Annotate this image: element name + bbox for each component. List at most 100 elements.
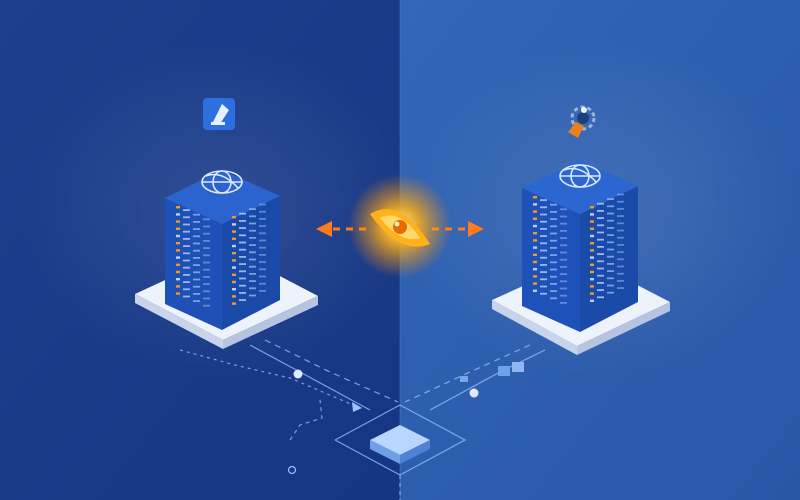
chip-small — [460, 376, 468, 382]
status-led — [533, 268, 537, 271]
rack-slot — [607, 277, 614, 280]
right-platform-front — [492, 300, 577, 355]
left-server-front-leds — [176, 206, 210, 307]
status-led — [232, 266, 236, 269]
rack-slot — [540, 206, 547, 209]
status-led — [533, 196, 537, 199]
left-platform-side — [223, 296, 318, 349]
rack-slot — [597, 260, 604, 263]
rack-slot — [239, 270, 246, 273]
rack-slot — [617, 258, 624, 261]
status-led — [232, 295, 236, 298]
rack-slot — [239, 277, 246, 280]
rack-slot — [550, 275, 557, 278]
bug-settings-icon — [568, 105, 596, 138]
status-led — [232, 280, 236, 284]
rack-slot — [540, 285, 547, 288]
status-led — [232, 273, 236, 276]
rack-slot — [560, 237, 567, 239]
status-led — [590, 278, 594, 281]
rack-slot — [540, 235, 547, 237]
rack-slot — [259, 232, 266, 235]
rack-slot — [560, 294, 567, 297]
status-led — [176, 213, 180, 216]
status-led — [590, 220, 594, 223]
rack-slot — [550, 254, 557, 256]
status-led — [232, 223, 236, 226]
status-led — [590, 234, 594, 238]
rack-slot — [617, 208, 624, 210]
status-led — [533, 253, 537, 256]
rack-slot — [193, 249, 200, 252]
rack-slot — [249, 265, 256, 268]
right-server-front-leds — [533, 196, 567, 304]
rack-slot — [560, 266, 567, 268]
status-led — [232, 259, 236, 262]
rack-slot — [560, 258, 567, 261]
status-led — [533, 275, 537, 278]
status-led — [176, 234, 180, 238]
rack-slot — [193, 300, 200, 302]
left-server-front — [165, 198, 222, 330]
status-led — [590, 263, 594, 266]
status-led — [176, 270, 180, 274]
rack-slot — [249, 294, 256, 297]
right-platform-side — [577, 302, 670, 355]
rack-slot — [607, 198, 614, 200]
status-led — [176, 206, 180, 209]
rack-slot — [259, 225, 266, 227]
status-led — [590, 299, 594, 302]
globe-network-icon — [201, 170, 243, 194]
rack-slot — [560, 230, 567, 232]
status-led — [533, 260, 537, 264]
chip-right — [512, 362, 524, 372]
rack-slot — [617, 251, 624, 253]
rack-slot — [550, 225, 557, 228]
rack-slot — [183, 245, 190, 247]
rack-slot — [550, 203, 557, 206]
rack-slot — [249, 222, 256, 225]
trail-end-dot — [287, 465, 297, 475]
right-server-front — [522, 188, 580, 332]
rack-slot — [617, 287, 624, 289]
sync-connection — [316, 174, 484, 278]
rack-slot — [249, 229, 256, 232]
rack-slot — [597, 289, 604, 291]
eye-highlight — [394, 221, 400, 227]
status-led — [590, 206, 594, 209]
rack-slot — [540, 256, 547, 259]
rack-slot — [193, 278, 200, 281]
rack-slot — [183, 259, 190, 262]
rack-slot — [259, 290, 266, 292]
status-led — [590, 292, 594, 295]
server-left — [135, 170, 318, 349]
rack-slot — [249, 208, 256, 210]
hub-left — [370, 440, 400, 464]
rack-slot — [607, 205, 614, 208]
rack-slot — [540, 271, 547, 273]
rack-slot — [607, 219, 614, 222]
rack-slot — [203, 254, 210, 257]
status-led — [533, 203, 537, 206]
status-led — [232, 302, 236, 305]
left-badge-pen — [213, 104, 229, 124]
status-led — [590, 242, 594, 245]
rack-slot — [597, 231, 604, 234]
rack-slot — [540, 278, 547, 281]
rack-slot — [239, 234, 246, 237]
rack-slot — [239, 292, 246, 294]
rack-slot — [203, 283, 210, 285]
status-led — [232, 230, 236, 233]
rack-slot — [617, 272, 624, 275]
status-led — [176, 263, 180, 266]
rack-slot — [183, 288, 190, 291]
rack-slot — [550, 239, 557, 242]
eye-sync-icon — [370, 209, 430, 247]
rack-slot — [597, 202, 604, 205]
rack-slot — [540, 264, 547, 266]
rack-slot — [193, 221, 200, 223]
rack-slot — [259, 268, 266, 271]
chip-left — [498, 366, 510, 376]
left-node-dot — [293, 369, 303, 379]
